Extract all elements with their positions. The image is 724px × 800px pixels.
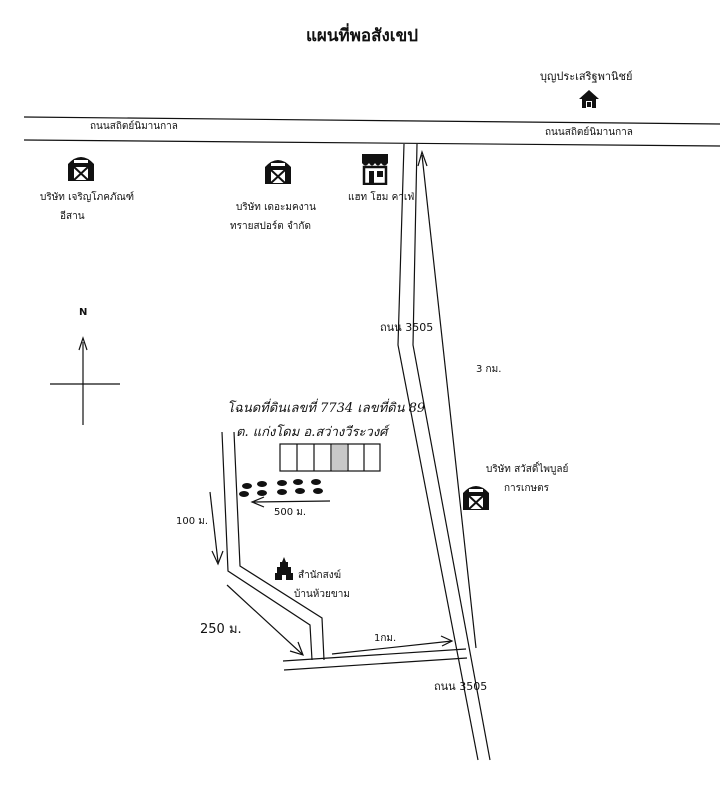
distance-1km-label: 1กม.: [374, 633, 397, 644]
place-charoen-label: บริษัท เจริญโภคภัณฑ์ อีสาน: [40, 188, 134, 226]
place-deja-line2: ทรายสปอร์ต จำกัด: [230, 221, 311, 232]
soi-lane-right-edge: [233, 431, 325, 661]
route-3505-right-edge: [412, 143, 491, 761]
soi-250m-arrow-line: [226, 584, 303, 655]
soi-100m-arrowhead: [211, 550, 224, 566]
compass-north-label: N: [79, 307, 88, 318]
place-charoen-line1: บริษัท เจริญโภคภัณฑ์: [40, 192, 135, 203]
place-sawat-line1: บริษัท สวัสดิ์ไพบูลย์: [486, 464, 569, 475]
barn-icon: [461, 481, 491, 511]
barn-icon: [66, 152, 96, 182]
route-3505-label-lower: ถนน 3505: [434, 680, 488, 693]
top-road-edge-upper: [23, 116, 721, 125]
route-3km-arrowhead: [417, 150, 428, 167]
route-3505-label-upper: ถนน 3505: [380, 321, 434, 334]
soi-lane-left-edge: [221, 431, 313, 661]
place-temple-line1: สำนักสงฆ์: [298, 570, 342, 581]
handwritten-deed-line2: ต. แก่งโดม อ.สว่างวีระวงศ์: [236, 425, 388, 440]
place-charoen-line2: อีสาน: [60, 211, 85, 222]
target-plot-cell: [332, 445, 347, 470]
compass-arrowhead: [78, 336, 88, 351]
distance-500m-label: 500 ม.: [274, 507, 307, 518]
plot-grid-outline: [279, 443, 381, 472]
barn-icon: [263, 155, 293, 185]
plot-500m-arrow-line: [253, 500, 331, 503]
side-road-edge-lower: [283, 657, 468, 671]
place-temple-line2: บ้านห้วยขาม: [294, 589, 350, 600]
side-road-1km-arrow-line: [331, 640, 453, 655]
top-road-label-left: ถนนสถิตย์นิมานกาล: [90, 121, 178, 132]
place-deja-label: บริษัท เดอะมคงาน ทรายสปอร์ต จำกัด: [230, 198, 316, 236]
soi-100m-arrow-line: [209, 491, 219, 563]
place-deja-line1: บริษัท เดอะมคงาน: [236, 202, 316, 213]
temple-icon: [274, 557, 294, 581]
route-3km-arrow-line: [421, 154, 477, 649]
top-road-edge-lower: [23, 139, 721, 147]
place-boonprasert-label: บุญประเสริฐพานิชย์: [540, 70, 633, 83]
place-temple-label: สำนักสงฆ์ บ้านห้วยขาม: [294, 566, 350, 604]
shop-icon: [361, 153, 389, 185]
side-road-edge-upper: [282, 648, 467, 662]
soi-250m-arrowhead: [289, 641, 305, 656]
place-home-cafe-label: แฮท โฮม คาเฟ่: [348, 192, 415, 203]
place-sawat-label: บริษัท สวัสดิ์ไพบูลย์ การเกษตร: [486, 460, 568, 498]
tree-scribbles: [239, 479, 323, 497]
top-road-label-right: ถนนสถิตย์นิมานกาล: [545, 127, 633, 138]
distance-3km-label: 3 กม.: [476, 364, 502, 375]
distance-250m-label: 250 ม.: [200, 622, 242, 637]
house-icon: [578, 89, 600, 109]
route-3505-left-edge: [397, 143, 479, 761]
plot-500m-arrowhead: [250, 496, 265, 508]
map-title: แผนที่พอสังเขป: [305, 26, 419, 46]
place-sawat-line2: การเกษตร: [504, 483, 549, 494]
handwritten-deed-line1: โฉนดที่ดินเลขที่ 7734 เลขที่ดิน 89: [227, 401, 426, 416]
side-road-1km-arrowhead: [440, 635, 454, 647]
distance-100m-label: 100 ม.: [176, 516, 209, 527]
